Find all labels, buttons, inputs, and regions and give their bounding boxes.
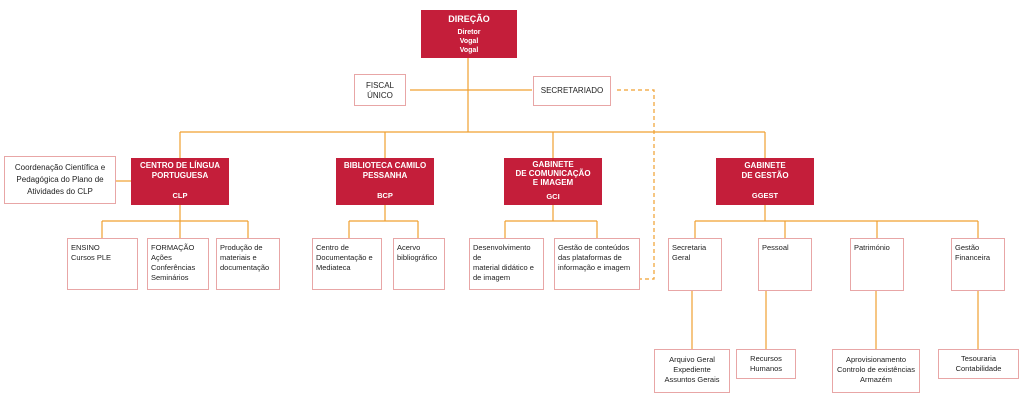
ggest-detail-line: Contabilidade (955, 364, 1002, 373)
clp-title-line: CENTRO DE LÍNGUA (140, 161, 220, 170)
ggest-child-line: Secretaria (672, 243, 707, 252)
gci-title-line: E IMAGEM (532, 178, 574, 187)
ggest-detail-line: Recursos (750, 354, 782, 363)
ggest-child-box: Pessoal (758, 238, 812, 291)
gci-box: GABINETE DE COMUNICAÇÃO E IMAGEM GCI (504, 158, 602, 205)
ggest-detail-line: Tesouraria (960, 354, 997, 363)
bcp-child-box: Centro de Documentação e Mediateca (312, 238, 382, 290)
bcp-child-line: bibliográfico (397, 253, 438, 262)
gci-title-line: GABINETE (532, 160, 574, 169)
ggest-title-line: GABINETE (744, 161, 786, 170)
fiscal-box: FISCAL ÚNICO (354, 74, 406, 106)
direcao-title: DIREÇÃO (448, 14, 490, 24)
direcao-member: Diretor (457, 29, 481, 36)
clp-child-line: FORMAÇÃO (151, 243, 195, 252)
clp-child-line: materiais e (220, 253, 257, 262)
clp-child-line: Produção de (220, 243, 263, 252)
direcao-box: DIREÇÃO Diretor Vogal Vogal (421, 10, 517, 58)
bcp-box: BIBLIOTECA CAMILO PESSANHA BCP (336, 158, 434, 205)
clp-box: CENTRO DE LÍNGUA PORTUGUESA CLP (131, 158, 229, 205)
ggest-detail-line: Assuntos Gerais (664, 375, 720, 384)
clp-child-line: Cursos PLE (71, 253, 112, 262)
ggest-child-line: Pessoal (762, 243, 789, 252)
ggest-detail-box: Recursos Humanos (736, 349, 796, 379)
coordenacao-line: Coordenação Científica e (14, 163, 106, 172)
gci-title-line: DE COMUNICAÇÃO (515, 169, 591, 178)
clp-child-box: FORMAÇÃO Ações Conferências Seminários (147, 238, 209, 290)
fiscal-line: ÚNICO (367, 91, 393, 100)
ggest-child-line: Património (854, 243, 890, 252)
clp-child-box: ENSINO Cursos PLE (67, 238, 138, 290)
ggest-detail-line: Controlo de existências (837, 365, 915, 374)
secretariado-box: SECRETARIADO (533, 76, 611, 106)
clp-code: CLP (172, 191, 188, 200)
ggest-detail-box: Tesouraria Contabilidade (938, 349, 1019, 379)
ggest-detail-line: Aprovisionamento (845, 355, 907, 364)
clp-child-line: Seminários (151, 273, 189, 282)
ggest-detail-line: Humanos (749, 364, 783, 373)
direcao-member: Vogal (459, 47, 479, 54)
bcp-child-box: Acervo bibliográfico (393, 238, 445, 290)
ggest-detail-line: Arquivo Geral (669, 355, 715, 364)
ggest-detail-box: Arquivo Geral Expediente Assuntos Gerais (654, 349, 730, 393)
direcao-member: Vogal (459, 38, 479, 45)
clp-child-box: Produção de materiais e documentação (216, 238, 280, 290)
ggest-detail-line: Armazém (859, 375, 893, 384)
gci-child-box: Desenvolvimento de material didático e d… (469, 238, 544, 290)
bcp-child-line: Centro de (316, 243, 349, 252)
ggest-child-box: Gestão Financeira (951, 238, 1005, 291)
clp-title-line: PORTUGUESA (151, 171, 209, 180)
gci-child-line: material didático e (473, 263, 534, 272)
ggest-detail-box: Aprovisionamento Controlo de existências… (832, 349, 920, 393)
ggest-code: GGEST (751, 191, 779, 200)
ggest-child-line: Financeira (955, 253, 991, 262)
gci-child-line: Desenvolvimento de (473, 243, 531, 262)
bcp-child-line: Acervo (397, 243, 421, 252)
secretariado-label: SECRETARIADO (540, 86, 604, 95)
bcp-child-line: Documentação e (316, 253, 373, 262)
clp-child-line: Conferências (151, 263, 196, 272)
clp-child-line: documentação (220, 263, 270, 272)
clp-child-line: ENSINO (71, 243, 100, 252)
coordenacao-line: Atividades do CLP (27, 187, 93, 196)
ggest-child-line: Gestão (955, 243, 980, 252)
gci-child-line: Gestão de conteúdos (558, 243, 630, 252)
ggest-child-line: Geral (672, 253, 691, 262)
bcp-title-line: BIBLIOTECA CAMILO (343, 161, 427, 170)
fiscal-line: FISCAL (365, 81, 394, 90)
bcp-title-line: PESSANHA (362, 171, 408, 180)
gci-child-line: informação e imagem (558, 263, 631, 272)
coordenacao-box: Coordenação Científica e Pedagógica do P… (4, 156, 116, 204)
gci-child-line: de imagem (473, 273, 511, 282)
gci-child-line: das plataformas de (558, 253, 622, 262)
ggest-title-line: DE GESTÃO (741, 171, 789, 180)
coordenacao-line: Pedagógica do Plano de (16, 175, 104, 184)
ggest-child-box: Secretaria Geral (668, 238, 722, 291)
gci-child-box: Gestão de conteúdos das plataformas de i… (554, 238, 640, 290)
bcp-code: BCP (377, 191, 393, 200)
bcp-child-line: Mediateca (316, 263, 351, 272)
ggest-child-box: Património (850, 238, 904, 291)
ggest-box: GABINETE DE GESTÃO GGEST (716, 158, 814, 205)
clp-child-line: Ações (151, 253, 172, 262)
gci-code: GCI (546, 192, 560, 201)
ggest-detail-line: Expediente (673, 365, 711, 374)
